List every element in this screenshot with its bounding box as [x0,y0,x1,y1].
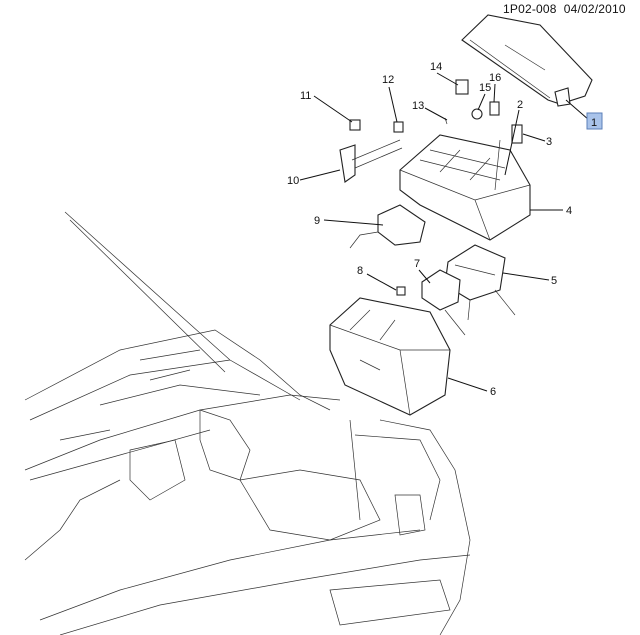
part-9-bracket [349,204,426,249]
callout-15[interactable]: 15 [479,82,491,94]
callout-13[interactable]: 13 [412,100,424,112]
callout-11[interactable]: 11 [300,90,311,102]
callout-1[interactable]: 1 [586,112,603,130]
part-7-connector [421,269,466,336]
leader-lines [299,72,590,392]
callout-6[interactable]: 6 [490,386,496,398]
callout-16[interactable]: 16 [489,72,501,84]
callout-3[interactable]: 3 [546,136,552,148]
callout-12[interactable]: 12 [382,74,394,86]
callout-8[interactable]: 8 [357,265,363,277]
callout-10[interactable]: 10 [287,175,299,187]
part-4-fuse-block [399,134,531,241]
small-fasteners [349,79,523,296]
callout-number: 1 [591,117,597,129]
callout-7[interactable]: 7 [414,258,420,270]
drawing-id: 1P02-008 [503,2,557,16]
callout-2[interactable]: 2 [517,99,523,111]
drawing-header: 1P02-008 04/02/2010 [503,2,626,16]
part-6-lower-housing [329,297,451,416]
callout-highlight [586,112,603,130]
callout-9[interactable]: 9 [314,215,320,227]
drawing-date: 04/02/2010 [563,2,626,16]
callout-4[interactable]: 4 [566,205,572,217]
part-1-fuse-block-cover [461,14,593,107]
vehicle-engine-compartment [24,211,471,635]
part-10-cable [339,139,403,183]
callout-5[interactable]: 5 [551,275,557,287]
callout-14[interactable]: 14 [430,61,442,73]
